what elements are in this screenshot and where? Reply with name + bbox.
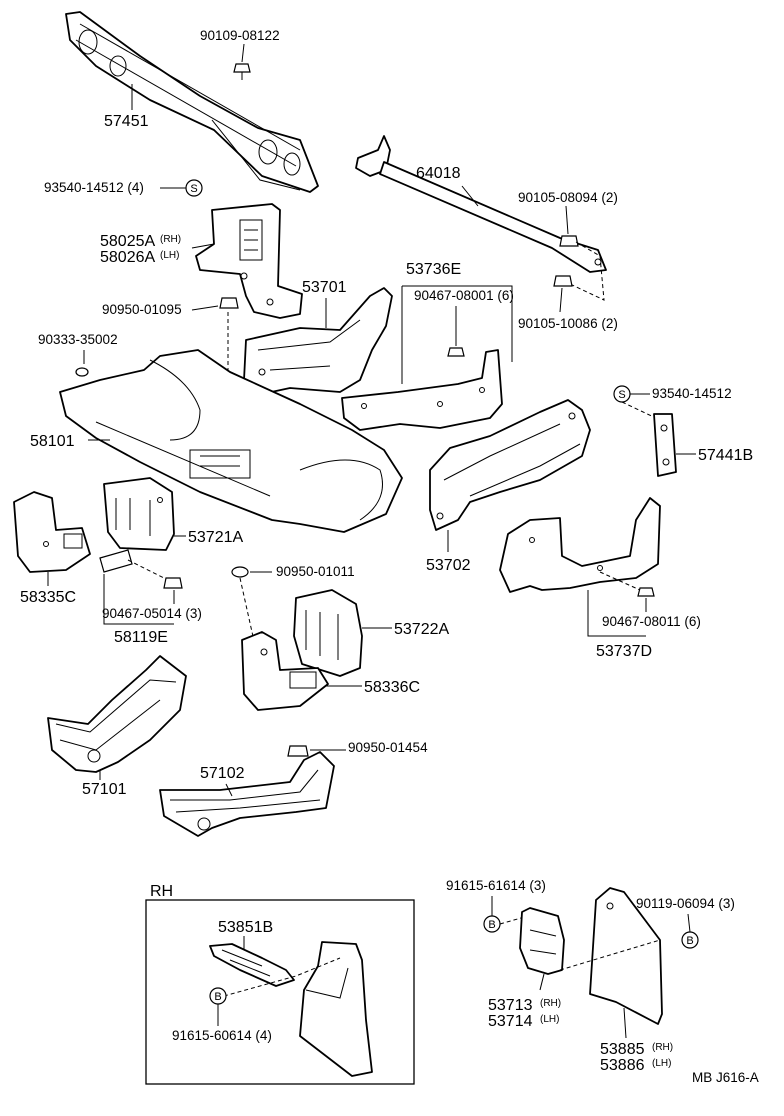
b-badge-icon: B: [483, 915, 501, 933]
part-53701-apron: [243, 287, 393, 395]
label-90950-01454: 90950-01454: [348, 740, 428, 755]
label-90467-05014: 90467-05014 (3): [102, 606, 202, 621]
bolt-90109-08122: [233, 63, 251, 80]
part-53885-mudflap: [589, 887, 663, 1025]
label-57441b: 57441B: [698, 447, 753, 464]
plug-90950-01454: [287, 745, 309, 757]
svg-text:S: S: [190, 183, 197, 195]
label-58119e: 58119E: [114, 629, 168, 646]
label-90467-08001: 90467-08001 (6): [414, 288, 514, 303]
label-53737d: 53737D: [596, 643, 652, 660]
label-58335c: 58335C: [20, 589, 76, 606]
rh-inset-box: [145, 899, 415, 1085]
bolt-90467-05014: [163, 577, 183, 589]
part-53702-apron: [429, 399, 591, 531]
svg-text:B: B: [488, 919, 495, 931]
label-64018: 64018: [416, 165, 461, 182]
label-58336c: 58336C: [364, 679, 420, 696]
label-53885: 53885: [600, 1041, 645, 1058]
b-badge-icon: B: [681, 931, 699, 949]
part-57101-frame: [47, 655, 187, 773]
svg-text:B: B: [214, 991, 221, 1003]
part-58119e-clip: [99, 549, 133, 573]
footer-code: MB J616-A: [692, 1070, 759, 1085]
plug-90950-01011: [231, 566, 249, 578]
svg-text:S: S: [618, 389, 625, 401]
bolt-90105-08094: [559, 235, 579, 247]
label-58025a: 58025A: [100, 233, 155, 250]
label-90467-08011: 90467-08011 (6): [602, 614, 701, 629]
label-90105-10086: 90105-10086 (2): [518, 316, 618, 331]
svg-text:B: B: [686, 935, 693, 947]
label-58025a-rh: (RH): [160, 234, 181, 245]
label-57451: 57451: [104, 113, 149, 130]
part-58335c-panel: [13, 491, 91, 573]
label-53721a: 53721A: [188, 529, 243, 546]
s-badge-icon: S: [613, 385, 631, 403]
label-53713: 53713: [488, 997, 533, 1014]
bolt-90467-08001: [447, 347, 465, 357]
part-58101-floor-pan: [59, 349, 403, 533]
bolt-90105-10086: [553, 275, 573, 287]
label-53886: 53886: [600, 1057, 645, 1074]
part-57102-frame: [159, 751, 335, 837]
label-58026a-lh: (LH): [160, 250, 179, 261]
label-90333-35002: 90333-35002: [38, 332, 118, 347]
label-53722a: 53722A: [394, 621, 449, 638]
label-53851b: 53851B: [218, 919, 273, 936]
part-53722a-shield: [293, 589, 363, 677]
label-58026a: 58026A: [100, 249, 155, 266]
b-badge-icon: B: [209, 987, 227, 1005]
label-91615-60614: 91615-60614 (4): [172, 1028, 272, 1043]
label-53701: 53701: [302, 279, 347, 296]
bolt-90467-08011: [637, 587, 655, 597]
part-53713-bracket: [519, 907, 565, 975]
label-90950-01011: 90950-01011: [276, 564, 355, 579]
label-91615-61614: 91615-61614 (3): [446, 878, 546, 893]
label-90119-06094: 90119-06094 (3): [636, 896, 735, 911]
label-53713-rh: (RH): [540, 998, 561, 1009]
part-53736e-shield: [341, 349, 503, 431]
part-53737d-shield: [499, 497, 661, 593]
label-90109-08122: 90109-08122: [200, 28, 280, 43]
label-53885-rh: (RH): [652, 1042, 673, 1053]
part-53851b-bracket: [209, 943, 295, 987]
label-53886-lh: (LH): [652, 1058, 671, 1069]
label-53736e: 53736E: [406, 261, 461, 278]
part-58025a-bracket: [195, 203, 303, 319]
plug-90950-01095: [219, 297, 239, 309]
label-93540-14512: 93540-14512: [652, 386, 732, 401]
label-53714-lh: (LH): [540, 1014, 559, 1025]
label-90105-08094: 90105-08094 (2): [518, 190, 618, 205]
label-57101: 57101: [82, 781, 127, 798]
label-93540-14512-4: 93540-14512 (4): [44, 180, 144, 195]
label-58101: 58101: [30, 433, 75, 450]
label-53702: 53702: [426, 557, 471, 574]
part-mudflap-rh: [299, 941, 373, 1077]
label-57102: 57102: [200, 765, 245, 782]
part-58336c-panel: [241, 631, 329, 711]
part-53721a-shield: [103, 477, 175, 551]
s-badge-icon: S: [185, 179, 203, 197]
label-rh: RH: [150, 883, 173, 900]
part-57441b-plate: [653, 413, 677, 477]
label-90950-01095: 90950-01095: [102, 302, 182, 317]
label-53714: 53714: [488, 1013, 533, 1030]
part-57451-dash-panel: [65, 11, 319, 193]
